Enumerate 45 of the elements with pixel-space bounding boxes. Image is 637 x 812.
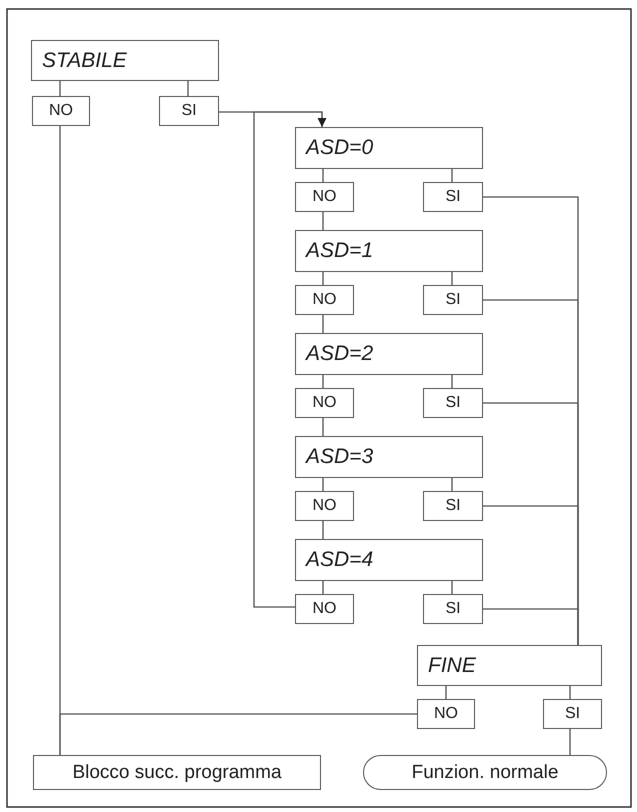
connector-line [451,478,453,491]
connector-line [187,81,189,96]
connector-line [451,272,453,285]
decision-box: FINE [417,645,602,686]
connector-line [451,169,453,182]
answer-box: NO [32,96,90,126]
answer-box: NO [295,182,354,212]
connector-line [322,478,324,491]
terminal-rounded-box: Funzion. normale [363,755,607,790]
decision-box: ASD=2 [295,333,483,375]
answer-box: NO [295,491,354,521]
connector-line [451,581,453,594]
connector-line [451,375,453,388]
connector-line [322,418,324,436]
connector-line [322,521,324,539]
answer-box: SI [423,388,483,418]
answer-box: SI [423,182,483,212]
connector-line [322,272,324,285]
answer-box: SI [423,491,483,521]
answer-box: SI [159,96,219,126]
connector-line [322,169,324,182]
answer-box: NO [417,699,475,729]
answer-box: SI [423,285,483,315]
answer-box: SI [543,699,602,729]
decision-box: ASD=3 [295,436,483,478]
answer-box: NO [295,285,354,315]
answer-box: SI [423,594,483,624]
connector-line [322,581,324,594]
answer-box: NO [295,594,354,624]
decision-box: ASD=4 [295,539,483,581]
connector-line [483,608,579,645]
decision-box: STABILE [31,40,219,81]
arrow [253,111,326,608]
connector-line [569,729,571,755]
decision-box: ASD=1 [295,230,483,272]
connector-line [569,686,571,699]
connector-line [322,375,324,388]
terminal-box: Blocco succ. programma [33,755,321,790]
answer-box: NO [295,388,354,418]
connector-line [59,81,61,96]
connector-line [322,315,324,333]
connector-line [322,212,324,230]
connector-line [59,713,417,755]
decision-box: ASD=0 [295,127,483,169]
connector-line [445,686,447,699]
